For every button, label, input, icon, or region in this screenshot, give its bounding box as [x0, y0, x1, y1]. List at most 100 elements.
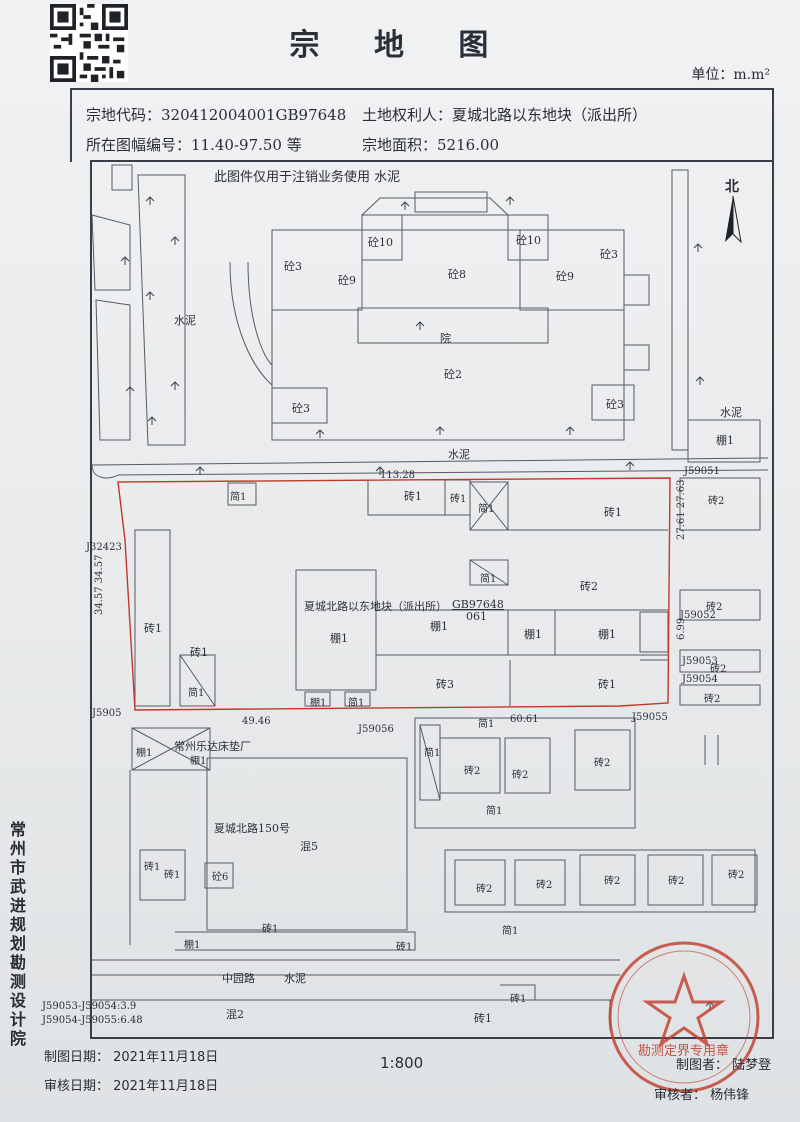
map-label-mixed2: 混2	[226, 1008, 244, 1021]
point-j59053: J59053	[682, 656, 718, 667]
map-label-simple-h: 简1	[478, 719, 495, 730]
area-label: 宗地面积：	[362, 136, 438, 154]
map-label-c8: 砼8	[448, 268, 466, 281]
owner-value: 夏城北路以东地块（派出所）	[452, 106, 648, 124]
map-label-cement-east: 水泥	[720, 406, 742, 419]
area-value: 5216.00	[437, 136, 500, 154]
draw-date: 制图日期： 2021年11月18日	[44, 1050, 219, 1065]
map-label-brick2-e4: 砖2	[704, 694, 721, 705]
point-j59054: J59054	[682, 674, 718, 685]
factory-label: 常州乐达床垫厂	[174, 740, 251, 753]
measure-1: J59053-J59054:3.9	[42, 1001, 137, 1012]
map-label-shed-h: 棚1	[184, 940, 201, 951]
usage-note: 此图件仅用于注销业务使用 水泥	[214, 166, 400, 185]
parcel-code: 320412004001GB97648	[161, 106, 347, 124]
info-row-2: 所在图幅编号：11.40-97.50 等 宗地面积：5216.00	[86, 134, 499, 155]
north-label: 北	[725, 179, 739, 195]
map-label-brick2-d: 砖2	[594, 758, 611, 769]
map-label-brick2-e1: 砖2	[708, 496, 725, 507]
road-name-label: 中园路	[222, 972, 255, 985]
road-address-label: 夏城北路150号	[214, 822, 290, 835]
map-label-simple-c: 简1	[480, 574, 497, 585]
dim-right-top: 27.61 27.63	[676, 479, 687, 540]
seal-stamp-icon	[608, 941, 760, 1093]
map-label-c9-b: 砼9	[556, 270, 574, 283]
map-label-brick2-a: 砖2	[580, 580, 598, 593]
map-label-brick2-e2: 砖2	[706, 602, 723, 613]
map-label-brick1-j: 砖1	[396, 942, 413, 953]
dim-bottom-left: 49.46	[242, 716, 271, 727]
point-j59052: J59052	[680, 610, 716, 621]
map-label-c2: 砼2	[444, 368, 462, 381]
map-label-simple-d: 简1	[188, 688, 205, 699]
map-label-shed-b: 棚1	[330, 632, 348, 645]
map-label-brick2-i: 砖2	[668, 876, 685, 887]
map-label-brick2-f: 砖2	[476, 884, 493, 895]
map-label-brick1-l: 砖1	[510, 994, 527, 1005]
map-label-brick2-b: 砖2	[464, 766, 481, 777]
north-arrow-icon	[725, 195, 742, 244]
sheet-no-label: 所在图幅编号：	[86, 136, 192, 154]
dim-top: 113.28	[380, 470, 415, 481]
map-label-shed-f: 棚1	[136, 748, 153, 759]
map-label-c10-a: 砼10	[368, 236, 393, 249]
map-label-brick2-e3: 砖2	[710, 664, 727, 675]
map-label-cement-south: 水泥	[284, 972, 306, 985]
cement-label: 水泥	[374, 170, 401, 185]
parcel-id: GB97648	[452, 598, 504, 611]
map-label-c3-d: 砼3	[606, 398, 624, 411]
map-label-cement-road: 水泥	[448, 448, 470, 461]
map-label-c10-b: 砼10	[516, 234, 541, 247]
map-label-shed-e: 棚1	[310, 698, 327, 709]
stamp-text: 勘测定界专用章	[638, 1044, 730, 1059]
map-label-shed-g: 棚1	[190, 756, 207, 767]
point-j59051: J59051	[684, 466, 720, 477]
owner-label: 土地权利人：	[362, 106, 453, 124]
map-label-brick1-d: 砖1	[144, 622, 162, 635]
owner-group: 土地权利人：夏城北路以东地块（派出所）	[362, 104, 647, 125]
map-label-yard: 院	[440, 332, 451, 345]
dim-left: 34.57 34.57	[94, 554, 105, 615]
map-label-simple-a: 简1	[230, 492, 247, 503]
map-label-brick3: 砖3	[436, 678, 454, 691]
point-j59056: J59056	[358, 724, 394, 735]
measure-2: J59054-J59055:6.48	[42, 1015, 143, 1026]
map-label-c3-a: 砼3	[284, 260, 302, 273]
map-label-brick1-f: 砖1	[598, 678, 616, 691]
dim-bottom-right: 60.61	[510, 714, 539, 725]
point-j32423: J32423	[86, 542, 122, 553]
map-label-simple-b: 简1	[478, 504, 495, 515]
map-label-c9-a: 砼9	[338, 274, 356, 287]
map-label-brick2-j: 砖2	[728, 870, 745, 881]
side-organization: 常州市武进规划勘测设计院	[10, 820, 27, 1048]
dim-right-mid: 6.99	[676, 617, 687, 640]
point-j5905: J5905	[92, 708, 122, 719]
map-label-simple-g: 简1	[486, 806, 503, 817]
segment-measures: J59053-J59054:3.9 J59054-J59055:6.48	[42, 1000, 143, 1028]
map-label-brick2-g: 砖2	[536, 880, 553, 891]
map-label-brick1-h: 砖1	[164, 870, 181, 881]
map-label-simple-i: 简1	[502, 926, 519, 937]
info-row-1: 宗地代码：320412004001GB97648 土地权利人：夏城北路以东地块（…	[86, 104, 647, 125]
map-label-brick1-a: 砖1	[404, 490, 422, 503]
info-header: 宗地代码：320412004001GB97648 土地权利人：夏城北路以东地块（…	[70, 88, 774, 162]
review-date: 审核日期： 2021年11月18日	[44, 1079, 219, 1094]
map-label-shed-d: 棚1	[598, 628, 616, 641]
map-label-c3-c: 砼3	[292, 402, 310, 415]
map-label-brick1-i: 砖1	[262, 924, 279, 935]
reviewer: 审核者： 杨伟锋	[654, 1088, 750, 1103]
map-label-shed-a: 棚1	[430, 620, 448, 633]
map-label-brick1-k: 砖1	[474, 1012, 492, 1025]
parcel-name: 夏城北路以东地块（派出所）	[304, 600, 447, 613]
area-group: 宗地面积：5216.00	[362, 134, 499, 155]
map-label-shed-c: 棚1	[524, 628, 542, 641]
usage-note-text: 此图件仅用于注销业务使用	[214, 170, 371, 185]
parcel-code-label: 宗地代码：	[86, 106, 162, 124]
map-label-cement-west: 水泥	[174, 314, 196, 327]
scale-label: 1:800	[380, 1054, 424, 1072]
map-label-simple-e: 简1	[348, 698, 365, 709]
map-label-shed-east: 棚1	[716, 434, 734, 447]
map-label-mixed5: 混5	[300, 840, 318, 853]
